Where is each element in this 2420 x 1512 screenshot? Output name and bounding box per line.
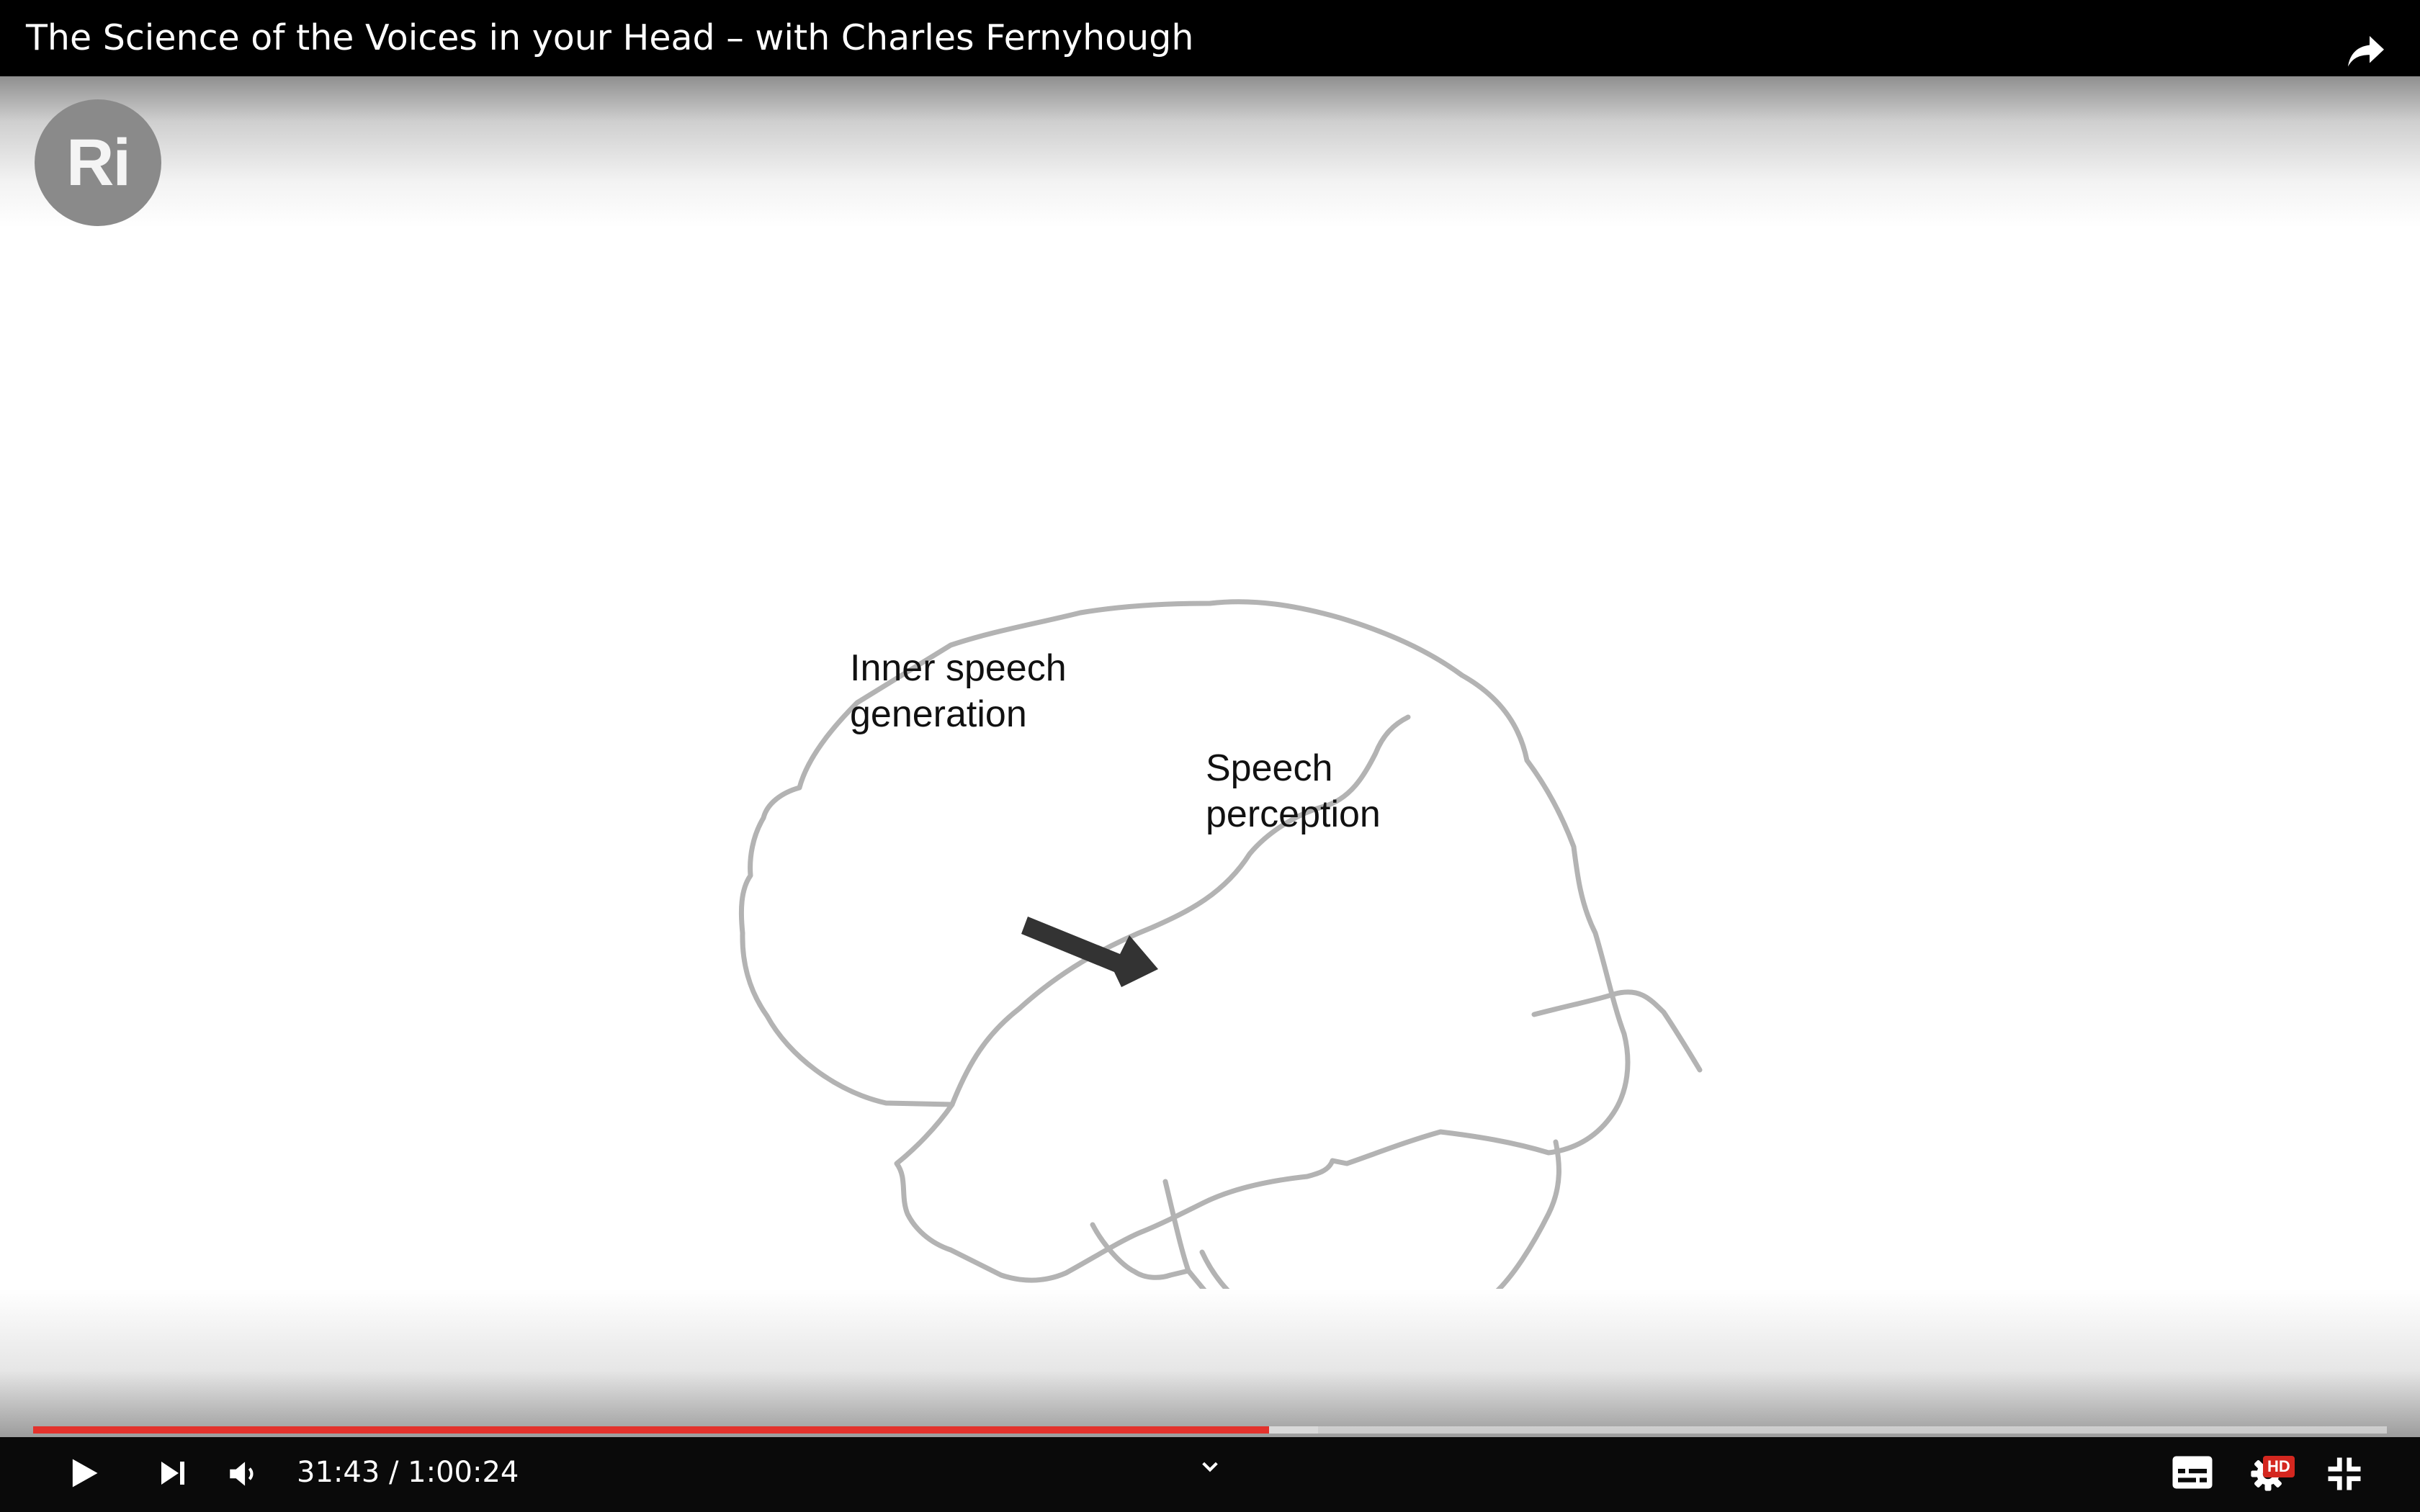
share-icon[interactable] — [2342, 29, 2390, 72]
progress-played — [33, 1426, 1269, 1434]
control-bar — [0, 1437, 2420, 1512]
top-gradient-overlay — [0, 76, 2420, 228]
label-inner-speech-generation: Inner speech generation — [850, 645, 1067, 737]
brain-illustration — [738, 599, 1703, 1411]
arrow-icon — [1021, 917, 1158, 987]
label-speech-perception: Speech perception — [1206, 745, 1381, 837]
subtitles-icon[interactable] — [2171, 1454, 2214, 1490]
label-line: perception — [1206, 793, 1381, 835]
title-bar: The Science of the Voices in your Head –… — [0, 0, 2420, 76]
label-line: Speech — [1206, 747, 1333, 789]
exit-fullscreen-icon[interactable] — [2325, 1454, 2364, 1493]
play-icon[interactable] — [65, 1454, 102, 1492]
video-title[interactable]: The Science of the Voices in your Head –… — [26, 17, 1194, 58]
video-frame: Inner speech generation Speech perceptio… — [0, 228, 2420, 1411]
label-line: Inner speech — [850, 647, 1067, 689]
bottom-gradient-overlay — [0, 1289, 2420, 1437]
volume-icon[interactable] — [225, 1456, 262, 1492]
next-icon[interactable] — [156, 1456, 190, 1490]
progress-bar[interactable] — [33, 1426, 2387, 1434]
channel-logo[interactable]: Ri — [35, 99, 161, 226]
label-line: generation — [850, 693, 1027, 735]
time-display: 31:43 / 1:00:24 — [297, 1456, 519, 1489]
chevron-down-icon[interactable] — [1198, 1457, 1222, 1477]
hd-badge: HD — [2263, 1456, 2295, 1477]
